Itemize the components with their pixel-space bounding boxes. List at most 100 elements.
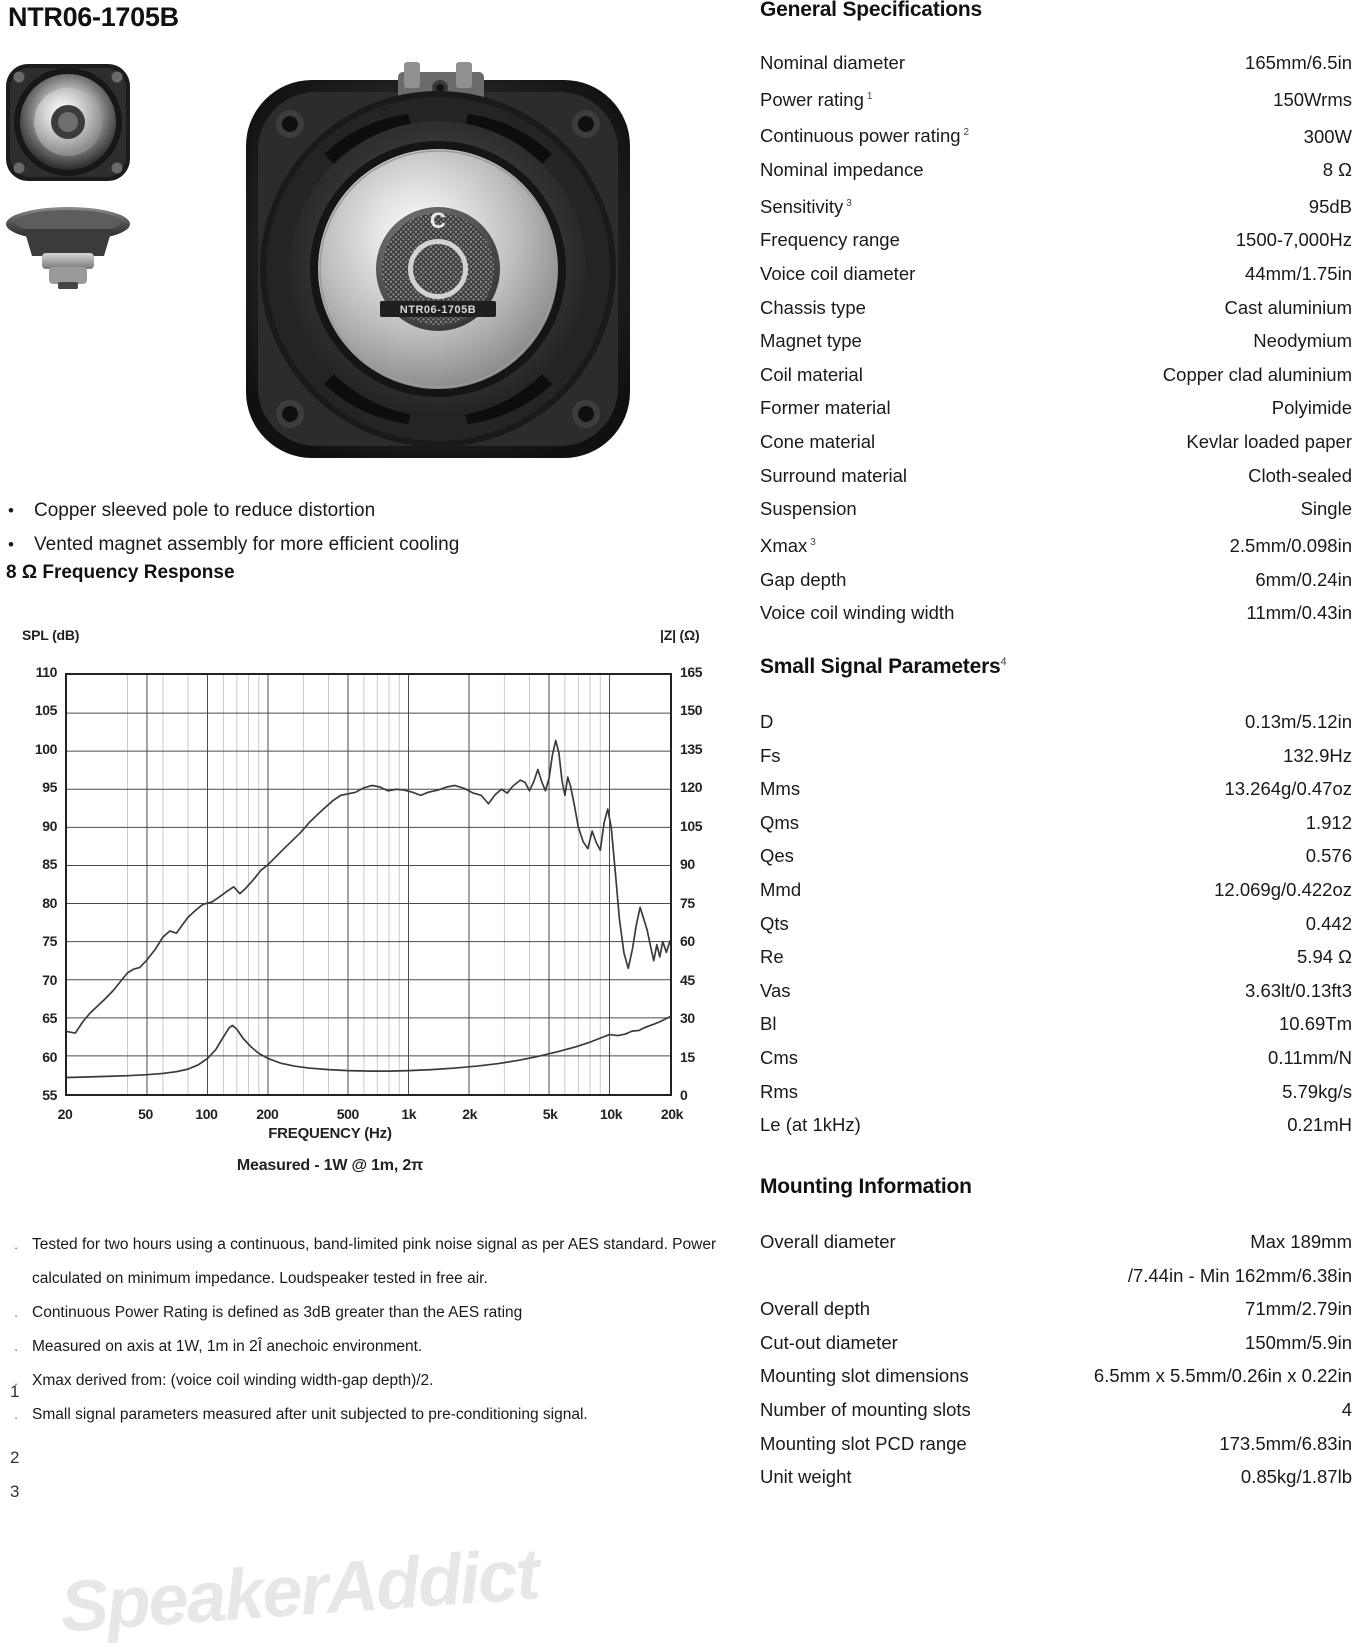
spec-label: Number of mounting slots <box>760 1398 971 1420</box>
left-column: NTR06-1705B <box>0 0 740 1648</box>
spec-value: 0.576 <box>1305 845 1352 867</box>
spl-tick-label: 60 <box>42 1048 57 1065</box>
speaker-side-thumbnail <box>6 207 130 289</box>
spec-value: 0.13m/5.12in <box>1245 711 1352 732</box>
spec-label: Cone material <box>760 431 876 452</box>
spec-row: Qes 0.576 <box>760 839 1352 873</box>
heading-superscript: 4 <box>1000 656 1007 668</box>
spec-value: 1.912 <box>1305 811 1352 833</box>
footnote-marker: . <box>14 1339 18 1354</box>
spl-tick-label: 105 <box>34 702 58 719</box>
spec-value: 5.79kg/s <box>1282 1080 1352 1102</box>
footnote-marker: . <box>14 1407 18 1422</box>
impedance-tick-label: 15 <box>680 1048 695 1065</box>
feature-bullet-list: • Copper sleeved pole to reduce distorti… <box>8 494 608 562</box>
spl-tick-label: 90 <box>42 817 57 834</box>
spec-label: Cms <box>760 1046 799 1068</box>
spec-label: Bl <box>760 1013 777 1035</box>
spec-value: 71mm/2.79in <box>1245 1298 1352 1320</box>
spec-value: Cloth-sealed <box>1248 464 1352 486</box>
spec-label: Suspension <box>760 498 857 520</box>
right-column: General Specifications Nominal diameter 1… <box>760 0 1352 1500</box>
spec-row: Cut-out diameter 150mm/5.9in <box>760 1326 1352 1360</box>
frequency-tick-label: 1k <box>401 1106 417 1122</box>
footnote-item: .Continuous Power Rating is defined as 3… <box>0 1296 730 1330</box>
footnote-text: Small signal parameters measured after u… <box>32 1406 588 1423</box>
spec-label: Overall depth <box>760 1298 871 1320</box>
list-item: • Copper sleeved pole to reduce distorti… <box>8 494 608 528</box>
spec-value: 300W <box>1303 125 1352 147</box>
footnote-marker: . <box>14 1373 18 1388</box>
spec-label: Cut-out diameter <box>760 1331 898 1353</box>
spec-label: Mms <box>760 778 801 800</box>
spec-value: 5.94 Ω <box>1297 946 1352 968</box>
stray-numeral-3: 3 <box>10 1482 20 1501</box>
bullet-icon: • <box>8 535 14 554</box>
spec-value: 2.5mm/0.098in <box>1229 534 1352 556</box>
spec-footnote-superscript: 1 <box>866 90 873 102</box>
impedance-tick-label: 105 <box>680 817 703 834</box>
spec-row: Bl 10.69Tm <box>760 1007 1352 1041</box>
spec-value: 0.21mH <box>1287 1114 1352 1136</box>
spec-row: Mms 13.264g/0.47oz <box>760 772 1352 806</box>
stray-numeral-2: 2 <box>10 1448 20 1467</box>
spl-tick-label: 95 <box>42 779 57 796</box>
spec-label: Magnet type <box>760 330 862 352</box>
footnote-marker: . <box>14 1305 18 1320</box>
spec-label: Vas <box>760 979 791 1001</box>
spec-value: Max 189mm <box>1250 1231 1352 1252</box>
spec-label: Rms <box>760 1080 799 1102</box>
frequency-tick-label: 100 <box>195 1106 218 1122</box>
svg-text:C: C <box>430 208 446 233</box>
impedance-tick-label: 30 <box>680 1010 695 1027</box>
spec-value: 8 Ω <box>1322 159 1352 181</box>
chart-x-axis-title: FREQUENCY (Hz) <box>268 1125 392 1142</box>
spec-label: Qts <box>760 912 789 934</box>
spl-tick-label: 80 <box>42 894 57 911</box>
spec-row: D 0.13m/5.12in <box>760 705 1352 739</box>
frequency-tick-label: 50 <box>138 1106 153 1122</box>
frequency-tick-label: 2k <box>462 1106 478 1122</box>
spec-footnote-superscript: 2 <box>963 127 970 139</box>
spl-tick-label: 75 <box>42 933 57 950</box>
spec-value: Neodymium <box>1253 330 1352 352</box>
spec-value: 10.69Tm <box>1278 1013 1352 1035</box>
bullet-icon: • <box>8 501 14 520</box>
spec-value: 0.85kg/1.87lb <box>1240 1466 1352 1488</box>
spec-value: 132.9Hz <box>1283 744 1352 766</box>
spec-label: D <box>760 711 774 732</box>
spec-label: Nominal diameter <box>760 52 905 73</box>
spec-label: Qes <box>760 845 794 867</box>
spec-label: Chassis type <box>760 296 866 318</box>
spec-value: 13.264g/0.47oz <box>1224 778 1352 800</box>
spec-label: Unit weight <box>760 1466 852 1488</box>
general-specifications-heading: General Specifications <box>760 0 983 21</box>
frequency-tick-label: 20k <box>660 1106 684 1122</box>
spec-value: 12.069g/0.422oz <box>1214 878 1352 900</box>
spec-value: 150mm/5.9in <box>1245 1331 1352 1353</box>
spec-label: Frequency range <box>760 229 900 251</box>
plot-area <box>65 673 672 1096</box>
feature-text: Vented magnet assembly for more efficien… <box>34 534 460 555</box>
page-title: NTR06-1705B <box>8 2 179 32</box>
spec-label: Overall diameter <box>760 1231 896 1252</box>
